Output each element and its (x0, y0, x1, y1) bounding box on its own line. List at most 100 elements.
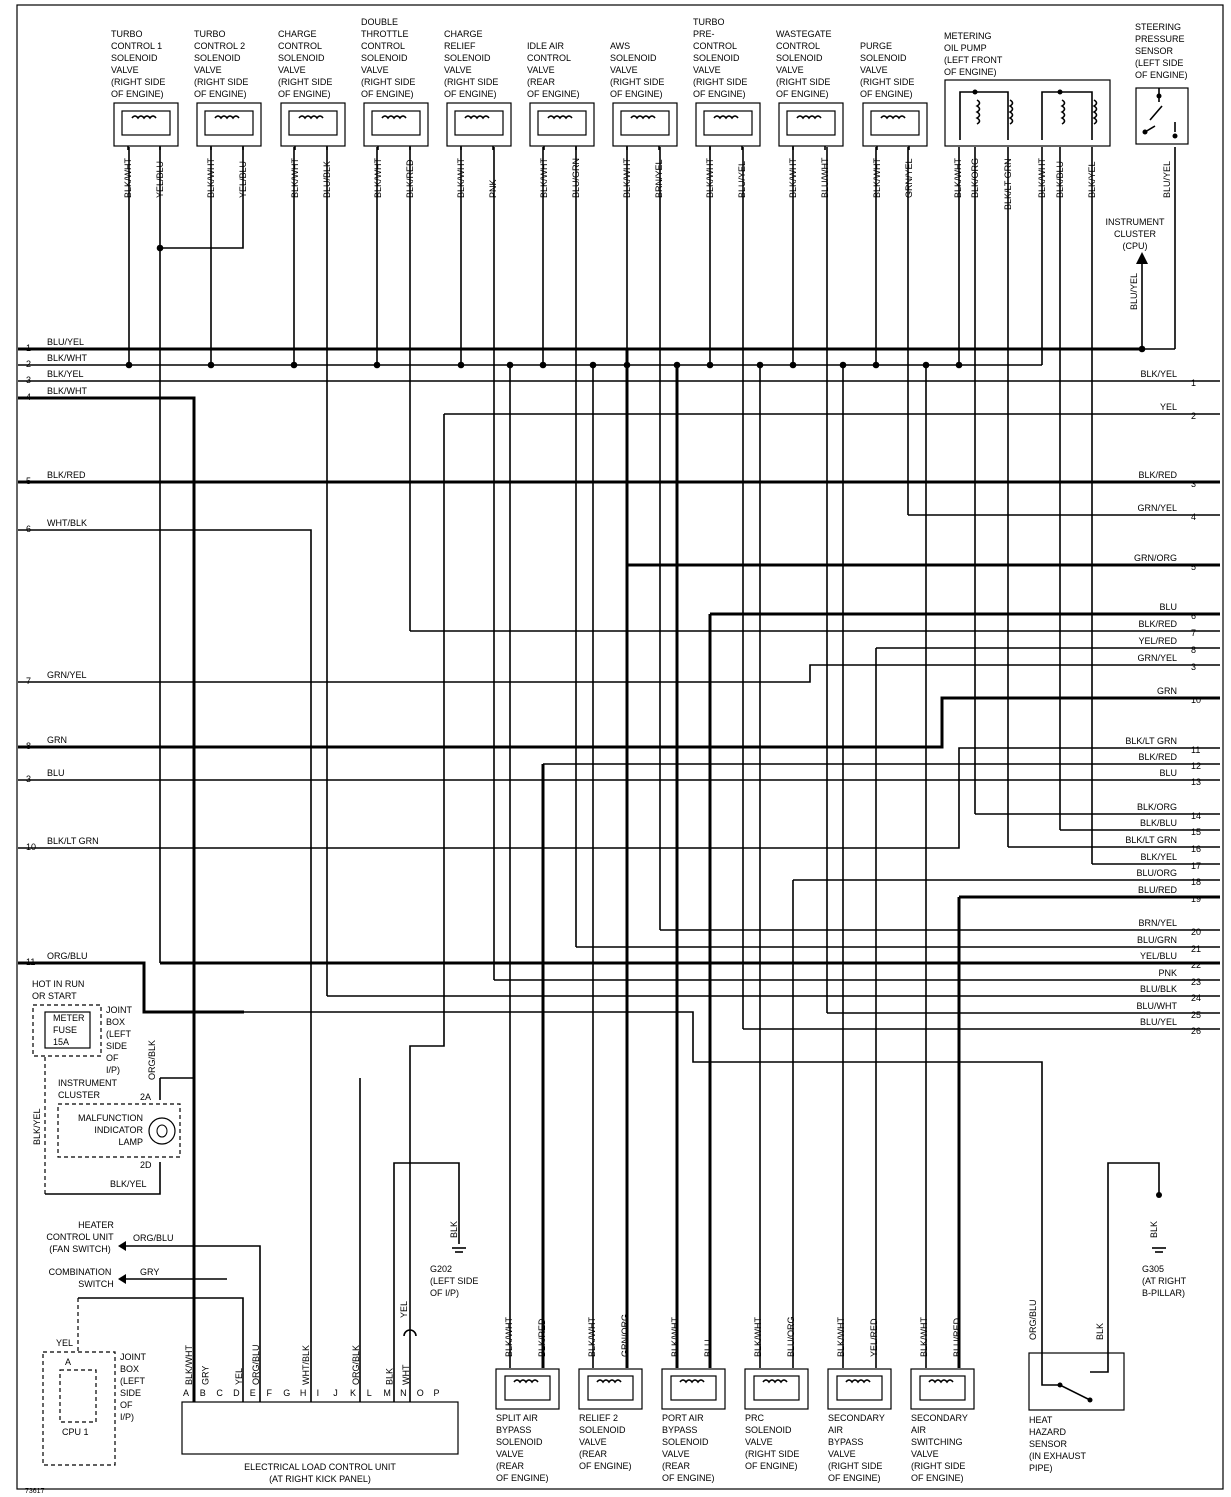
top-label-line: SOLENOID (361, 53, 408, 63)
bottom-label-line: SOLENOID (745, 1425, 792, 1435)
left-wire-number: 3 (26, 774, 31, 784)
solenoid-box (612, 102, 678, 147)
top-label-line: OF ENGINE) (444, 89, 497, 99)
top-label-line: VALVE (361, 65, 389, 75)
meter-fuse-2: FUSE (53, 1025, 77, 1035)
top-label-line: OF ENGINE) (944, 67, 997, 77)
right-wire-label: BLK/ORG (1137, 802, 1177, 812)
left-wire-label: BLK/WHT (47, 386, 88, 396)
figure-id: 73617 (25, 1488, 45, 1495)
left-wire-label: BLU (47, 768, 65, 778)
bottom-pin-label: BLK/WHT (836, 1316, 846, 1357)
right-wire-label: BLK/YEL (1140, 852, 1177, 862)
bottom-label-line: OF ENGINE) (911, 1473, 964, 1483)
elcu-pin-label: A (183, 1388, 189, 1398)
right-wire-label: BLU/ORG (1136, 868, 1177, 878)
heater-3: (FAN SWITCH) (49, 1244, 111, 1254)
right-wire-label: BLU/RED (1138, 885, 1178, 895)
top-label-line: CONTROL (527, 53, 571, 63)
solenoid-coil-icon (121, 110, 171, 136)
coil-icon (679, 1379, 705, 1384)
elcu-pin-label: C (216, 1388, 223, 1398)
coil-icon (762, 1379, 788, 1384)
right-wire-label: BLU/GRN (1137, 935, 1177, 945)
right-wire-label: BLK/LT GRN (1125, 835, 1177, 845)
right-wire-number: 16 (1191, 844, 1201, 854)
solenoid-coil-icon (620, 110, 670, 136)
solenoid-box (196, 102, 262, 147)
cpu1-pin: A (65, 1357, 71, 1367)
top-label-line: (LEFT SIDE (1135, 58, 1183, 68)
junction-dot (756, 361, 764, 369)
top-label-line: VALVE (693, 65, 721, 75)
cpu1-wire-label: YEL (56, 1338, 73, 1348)
top-label-line: SOLENOID (693, 53, 740, 63)
bottom-label-line: (REAR (496, 1461, 525, 1471)
top-label-line: RELIEF (444, 41, 476, 51)
top-label-line: OF ENGINE) (527, 89, 580, 99)
bottom-pin-label: BLK/RED (537, 1318, 547, 1357)
right-wire-label: BLK/YEL (1140, 369, 1177, 379)
bottom-label-line: SECONDARY (911, 1413, 968, 1423)
elcu-pin-label: B (200, 1388, 206, 1398)
top-label-line: SOLENOID (278, 53, 325, 63)
solenoid-coil-icon (919, 1375, 966, 1401)
g305-2: (AT RIGHT (1142, 1276, 1187, 1286)
bottom-label-line: VALVE (828, 1449, 856, 1459)
bottom-pin-label: BLK/WHT (670, 1316, 680, 1357)
top-label-line: PRESSURE (1135, 34, 1185, 44)
bottom-label-line: OF ENGINE) (496, 1473, 549, 1483)
right-wire-number: 24 (1191, 993, 1201, 1003)
top-label-line: PRE- (693, 29, 715, 39)
solenoid-box (695, 102, 761, 147)
top-pin-label: BLK/WHT (123, 157, 133, 198)
top-label-line: (RIGHT SIDE (693, 77, 747, 87)
right-wire-label: BLK/RED (1138, 470, 1177, 480)
mil-box (57, 1103, 181, 1158)
heater-wire-label: ORG/BLU (133, 1233, 174, 1243)
top-pin-label: PNK (488, 179, 498, 198)
coil-icon (464, 115, 490, 120)
elcu-wire-label: GRY (201, 1366, 211, 1385)
top-pin-label: BLU/YEL (1162, 161, 1172, 198)
ground-g202: BLK G202 (LEFT SIDE OF I/P) (430, 1221, 478, 1298)
right-wire-number: 26 (1191, 1026, 1201, 1036)
right-wire-label: GRN/YEL (1137, 653, 1177, 663)
top-label-line: VALVE (194, 65, 222, 75)
heat-hazard-sensor: ORG/BLU BLK HEAT HAZARD SENSOR (IN EXHAU… (1028, 1299, 1125, 1473)
elcu-box (181, 1401, 459, 1455)
g202-1: G202 (430, 1264, 452, 1274)
coil-icon (298, 115, 324, 120)
combination-1: COMBINATION (49, 1267, 112, 1277)
right-wire-label: BLK/RED (1138, 619, 1177, 629)
bottom-label-line: AIR (828, 1425, 844, 1435)
elcu-wire-label: YEL (234, 1368, 244, 1385)
right-wire-number: 22 (1191, 960, 1201, 970)
solenoid-coil-icon (670, 1375, 717, 1401)
bottom-pin-label: BLK/WHT (919, 1316, 929, 1357)
bottom-label-line: VALVE (745, 1437, 773, 1447)
bottom-label-line: (RIGHT SIDE (745, 1449, 799, 1459)
elcu-wire-label: BLK/WHT (184, 1344, 194, 1385)
solenoid-coil-icon (870, 110, 920, 136)
solenoid-box (280, 102, 346, 147)
top-label-line: STEERING (1135, 22, 1181, 32)
top-pin-label: BLK/WHT (953, 157, 963, 198)
junction-dot (673, 361, 681, 369)
elcu-pin-label: H (300, 1388, 307, 1398)
top-label-line: WASTEGATE (776, 29, 832, 39)
right-wire-label: GRN/ORG (1134, 553, 1177, 563)
right-wire-number: 7 (1191, 628, 1196, 638)
left-wire-label: BLK/LT GRN (47, 836, 99, 846)
elcu-label-1: ELECTRICAL LOAD CONTROL UNIT (244, 1462, 396, 1472)
left-wire-label: GRN (47, 735, 67, 745)
bottom-label-line: VALVE (662, 1449, 690, 1459)
